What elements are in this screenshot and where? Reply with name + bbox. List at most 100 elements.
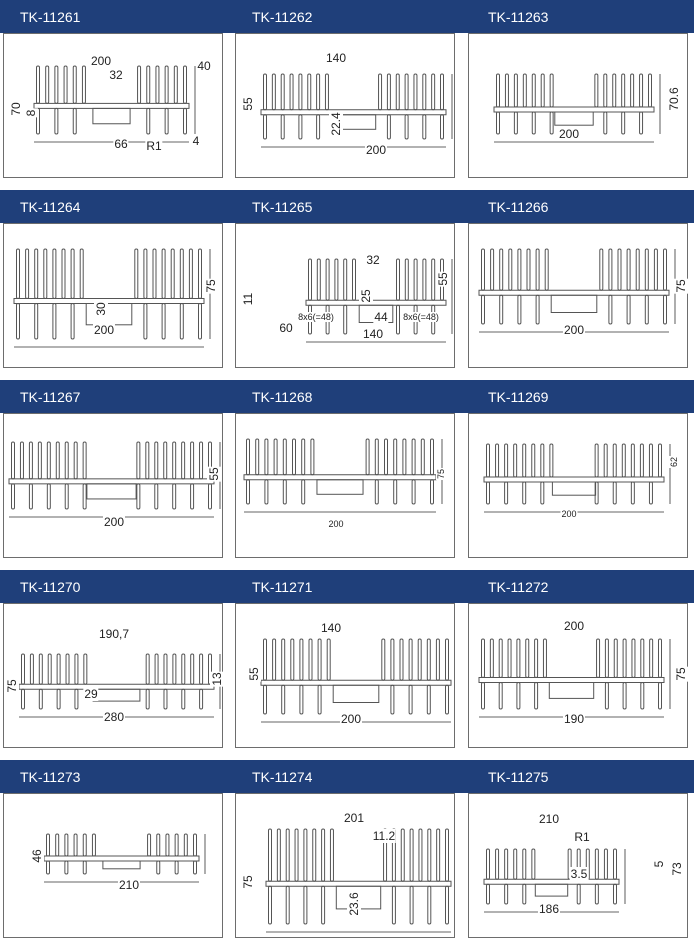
heatsink-profile-drawing [260, 73, 453, 148]
dimension-label: 55 [241, 96, 255, 112]
dimension-label: 60 [278, 321, 294, 335]
heatsink-profile-drawing [478, 248, 676, 333]
dimension-label: 75 [674, 278, 688, 294]
dimension-label: 3.5 [569, 867, 589, 881]
heatsink-profile-drawing [8, 441, 221, 518]
dimension-label: 200 [364, 143, 388, 157]
heatsink-profile-drawing [493, 73, 661, 143]
dimension-label: 62 [669, 455, 679, 469]
dimension-label: 186 [537, 902, 561, 916]
dimension-label: 200 [102, 515, 126, 529]
dimension-label: 190,7 [97, 627, 131, 641]
product-code-title: TK-11261 [20, 9, 81, 25]
dimension-label: 70.6 [667, 86, 681, 112]
dimension-label: 200 [557, 127, 581, 141]
dimension-label: 13 [210, 671, 224, 687]
profile-drawing-box: 200 75 190 [468, 603, 688, 748]
row-header-bar: TK-11273 TK-11274 TK-11275 [0, 760, 694, 793]
dimension-label: 75 [436, 467, 446, 481]
profile-drawing-box: 75 200 [468, 223, 688, 368]
dimension-label: 210 [537, 812, 561, 826]
product-code-title: TK-11270 [20, 579, 81, 595]
dimension-label: 55 [247, 666, 261, 682]
row-header-bar: TK-11261 TK-11262 TK-11263 [0, 0, 694, 33]
dimension-label: 55 [207, 466, 221, 482]
profile-drawing-box: 75 200 [235, 413, 455, 558]
dimension-label: 200 [327, 519, 345, 529]
heatsink-profile-drawing [43, 833, 206, 883]
product-code-title: TK-11275 [488, 769, 549, 785]
dimension-label: 200 [560, 509, 578, 519]
dimension-label: 70 [9, 101, 23, 117]
dimension-label: 55 [436, 271, 450, 287]
product-code-title: TK-11265 [252, 199, 313, 215]
dimension-label: 32 [108, 68, 124, 82]
row-header-bar: TK-11267 TK-11268 TK-11269 [0, 380, 694, 413]
product-code-title: TK-11262 [252, 9, 313, 25]
dimension-label: 8x6(=48) [402, 312, 440, 322]
dimension-label: 73 [670, 861, 684, 877]
dimension-label: 30 [94, 301, 108, 317]
product-code-title: TK-11264 [20, 199, 81, 215]
product-code-title: TK-11272 [488, 579, 549, 595]
row-header-bar: TK-11264 TK-11265 TK-11266 [0, 190, 694, 223]
dimension-label: 200 [89, 54, 113, 68]
heatsink-profile-drawing [243, 438, 443, 513]
heatsink-profile-drawing [483, 443, 671, 513]
product-code-title: TK-11271 [252, 579, 313, 595]
dimension-label: 201 [342, 811, 366, 825]
dimension-label: 140 [324, 51, 348, 65]
product-code-title: TK-11274 [252, 769, 313, 785]
dimension-label: 46 [30, 848, 44, 864]
dimension-label: 25 [359, 288, 373, 304]
heatsink-profile-drawing [33, 65, 196, 143]
dimension-label: R1 [145, 139, 163, 153]
dimension-label: 11 [241, 291, 255, 307]
dimension-label: 75 [674, 666, 688, 682]
product-code-title: TK-11266 [488, 199, 549, 215]
product-code-title: TK-11273 [20, 769, 81, 785]
heatsink-profile-drawing [478, 638, 671, 718]
dimension-label: 32 [365, 253, 381, 267]
dimension-label: 75 [241, 874, 255, 890]
dimension-label: 40 [196, 59, 212, 73]
dimension-label: 200 [562, 619, 586, 633]
dimension-label: 140 [361, 327, 385, 341]
dimension-label: 200 [339, 712, 363, 726]
dimension-label: 280 [102, 710, 126, 724]
dimension-label: 23.6 [347, 891, 361, 917]
dimension-label: 210 [117, 878, 141, 892]
dimension-label: 5 [652, 859, 666, 869]
dimension-label: 190 [562, 712, 586, 726]
dimension-label: 22.4 [329, 111, 343, 137]
profile-drawing-box: 140 55 22.4 200 [235, 33, 455, 178]
product-code-title: TK-11267 [20, 389, 81, 405]
profile-drawing-box: 62 200 [468, 413, 688, 558]
profile-drawing-box: 55 200 [3, 413, 223, 558]
dimension-label: 11.2 [371, 829, 397, 843]
row-header-bar: TK-11270 TK-11271 TK-11272 [0, 570, 694, 603]
profile-drawing-box: 140 55 200 [235, 603, 455, 748]
dimension-label: 66 [113, 137, 129, 151]
dimension-label: 140 [319, 621, 343, 635]
dimension-label: 4 [191, 134, 201, 148]
dimension-label: R1 [573, 830, 591, 844]
product-code-title: TK-11268 [252, 389, 313, 405]
dimension-label: 44 [373, 310, 389, 324]
dimension-label: 200 [562, 323, 586, 337]
product-code-title: TK-11263 [488, 9, 549, 25]
heatsink-profile-drawing [260, 638, 452, 723]
profile-drawing-box: 201 11.2 75 23.6 [235, 793, 455, 938]
heatsink-profile-drawing [18, 653, 221, 718]
dimension-label: 8 [24, 108, 38, 118]
heatsink-profile-drawing [305, 258, 453, 343]
product-code-title: TK-11269 [488, 389, 549, 405]
dimension-label: 29 [83, 687, 99, 701]
profile-drawing-box: 200 70.6 [468, 33, 688, 178]
dimension-label: 75 [204, 278, 218, 294]
